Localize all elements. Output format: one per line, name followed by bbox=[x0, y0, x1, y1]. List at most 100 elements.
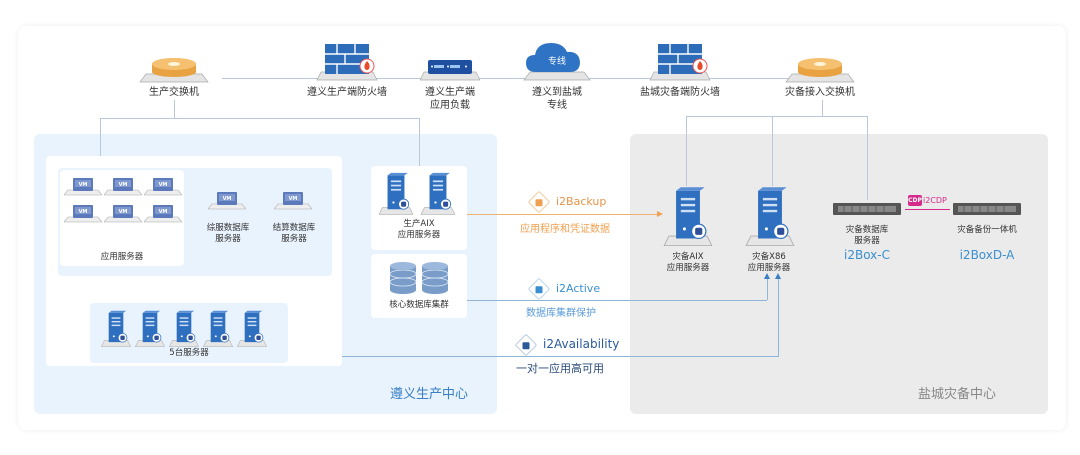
dedicated-line-label-line1: 遵义到盐城 bbox=[532, 87, 582, 98]
dr-x86-label-line2: 应用服务器 bbox=[747, 263, 791, 273]
prod-aix-label-line2: 应用服务器 bbox=[397, 230, 441, 240]
svg-text:VM: VM bbox=[223, 196, 232, 202]
vm-icon: VM bbox=[103, 203, 143, 227]
vm-icon: VM bbox=[63, 203, 103, 227]
yancheng-dr-center-zone bbox=[630, 134, 1048, 414]
dr-firewall-label: 盐城灾备端防火墙 bbox=[640, 87, 720, 98]
backbone-line bbox=[222, 78, 792, 79]
db1-label-line1: 综服数据库 bbox=[206, 223, 250, 233]
svg-text:VM: VM bbox=[119, 209, 128, 215]
i2availability-desc: 一对一应用高可用 bbox=[516, 362, 604, 375]
arrow-up-icon bbox=[775, 273, 781, 279]
connector bbox=[419, 118, 420, 168]
connector bbox=[100, 118, 420, 119]
svg-text:VM: VM bbox=[159, 209, 168, 215]
cloud-text: 专线 bbox=[547, 57, 566, 67]
db2-label: 结算数据库服务器 bbox=[262, 223, 326, 245]
dr-firewall-icon bbox=[648, 40, 712, 84]
connector bbox=[772, 116, 773, 186]
prod-lb-label-line2: 应用负载 bbox=[430, 100, 470, 111]
core-db-label: 核心数据库集群 bbox=[389, 300, 449, 310]
dr-aix-label-line1: 灾备AIX bbox=[672, 252, 704, 262]
dedicated-line-label-line2: 专线 bbox=[547, 100, 567, 111]
vm-icon: VM bbox=[207, 190, 247, 214]
prod-aix-label-line1: 生产AIX bbox=[403, 219, 435, 229]
i2boxd-a-product[interactable]: i2BoxD-A bbox=[959, 248, 1015, 262]
i2active-link-vertical bbox=[767, 278, 768, 300]
i2box-c-product[interactable]: i2Box-C bbox=[844, 248, 890, 262]
prod-switch-label: 生产交换机 bbox=[149, 87, 199, 98]
server-icon bbox=[376, 172, 416, 220]
prod-lb-label: 遵义生产端应用负载 bbox=[410, 86, 490, 112]
dr-aix-label-line2: 应用服务器 bbox=[666, 263, 710, 273]
server-icon bbox=[100, 310, 132, 352]
load-balancer-icon bbox=[419, 56, 481, 84]
svg-text:VM: VM bbox=[159, 182, 168, 188]
connector bbox=[686, 116, 868, 117]
i2active-link-line bbox=[467, 300, 767, 301]
i2active-name[interactable]: i2Active bbox=[556, 282, 601, 295]
db1-label: 综服数据库服务器 bbox=[196, 223, 260, 245]
dr-db-label-line2: 服务器 bbox=[854, 236, 880, 246]
connector bbox=[867, 116, 868, 200]
db2-label-line1: 结算数据库 bbox=[272, 223, 316, 233]
i2backup-arrow-icon bbox=[657, 211, 663, 217]
prod-firewall-icon bbox=[315, 40, 379, 84]
i2backup-desc: 应用程序和凭证数据 bbox=[520, 224, 610, 235]
vm-icon: VM bbox=[143, 176, 183, 200]
server-icon bbox=[202, 310, 234, 352]
yancheng-zone-title: 盐城灾备中心 bbox=[918, 387, 997, 402]
cdp-badge-icon: CDP bbox=[908, 195, 922, 206]
server-icon bbox=[134, 310, 166, 352]
svg-text:VM: VM bbox=[79, 209, 88, 215]
i2cdp-label[interactable]: i2CDP bbox=[923, 196, 947, 205]
dr-switch-label: 灾备接入交换机 bbox=[785, 87, 855, 98]
arrow-up-icon bbox=[764, 273, 770, 279]
db1-label-line2: 服务器 bbox=[215, 234, 241, 244]
i2active-desc: 数据库集群保护 bbox=[526, 308, 596, 319]
i2availability-name[interactable]: i2Availability bbox=[543, 337, 620, 351]
i2availability-link-vertical bbox=[778, 278, 779, 356]
connector bbox=[822, 100, 823, 116]
dr-backup-label: 灾备备份一体机 bbox=[957, 225, 1017, 235]
prod-switch-icon bbox=[138, 44, 210, 84]
server-icon bbox=[662, 186, 714, 252]
vm-icon: VM bbox=[63, 176, 103, 200]
dr-db-rack-server-icon bbox=[832, 200, 902, 218]
dr-db-label-line1: 灾备数据库 bbox=[845, 225, 889, 235]
prod-lb-label-line1: 遵义生产端 bbox=[425, 87, 475, 98]
dr-backup-rack-server-icon bbox=[952, 200, 1022, 218]
app-servers-label: 应用服务器 bbox=[100, 252, 144, 262]
i2backup-link-line bbox=[467, 214, 659, 215]
connector bbox=[686, 116, 687, 186]
i2backup-name[interactable]: i2Backup bbox=[556, 195, 607, 208]
five-servers-label: 5台服务器 bbox=[169, 348, 209, 358]
dr-db-label: 灾备数据库服务器 bbox=[827, 225, 907, 247]
dedicated-line-label: 遵义到盐城专线 bbox=[517, 86, 597, 112]
dedicated-line-cloud-icon: 专线 bbox=[522, 38, 592, 84]
server-icon bbox=[418, 172, 458, 220]
i2cdp-link-line bbox=[905, 209, 950, 210]
dr-switch-icon bbox=[784, 44, 856, 84]
i2availability-link-line bbox=[342, 356, 779, 357]
db2-label-line2: 服务器 bbox=[281, 234, 307, 244]
connector bbox=[174, 100, 175, 118]
svg-text:VM: VM bbox=[79, 182, 88, 188]
server-icon bbox=[236, 310, 268, 352]
connector bbox=[100, 118, 101, 158]
server-icon bbox=[168, 310, 200, 352]
vm-icon: VM bbox=[143, 203, 183, 227]
database-icon bbox=[386, 262, 456, 294]
svg-text:VM: VM bbox=[119, 182, 128, 188]
dr-x86-label-line1: 灾备X86 bbox=[752, 252, 786, 262]
server-icon bbox=[744, 186, 796, 252]
core-db-box bbox=[371, 254, 467, 318]
prod-firewall-label: 遵义生产端防火墙 bbox=[307, 87, 387, 98]
vm-icon: VM bbox=[103, 176, 143, 200]
vm-icon: VM bbox=[273, 190, 313, 214]
zunyi-zone-title: 遵义生产中心 bbox=[390, 387, 469, 402]
svg-text:VM: VM bbox=[289, 196, 298, 202]
